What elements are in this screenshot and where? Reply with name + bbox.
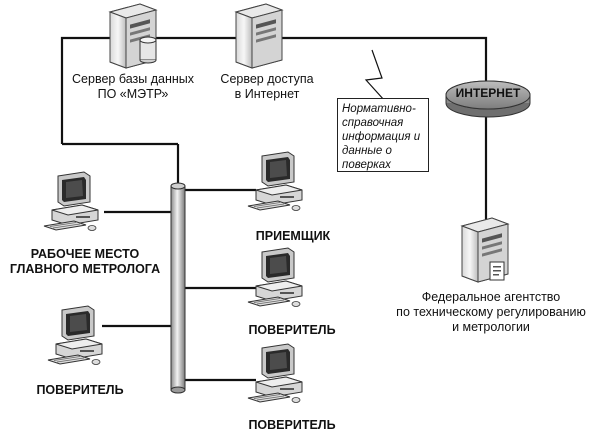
- access-server-label: Сервер доступа в Интернет: [220, 72, 314, 101]
- note-pointer: [364, 49, 385, 101]
- workstation-verifier-bottom-icon: [247, 343, 303, 403]
- verifier-mid-label: ПОВЕРИТЕЛЬ: [248, 323, 336, 337]
- cloud-icon: [445, 80, 531, 118]
- verifier-bottom-label: ПОВЕРИТЕЛЬ: [248, 418, 336, 432]
- access-server-icon: [235, 3, 283, 69]
- db-server-label: Сервер базы данных ПО «МЭТР»: [72, 72, 194, 101]
- verifier-left-label: ПОВЕРИТЕЛЬ: [36, 383, 124, 397]
- receiver-label: ПРИЕМЩИК: [255, 229, 331, 243]
- chief-metrologist-label: РАБОЧЕЕ МЕСТО ГЛАВНОГО МЕТРОЛОГА: [9, 247, 161, 276]
- workstation-receiver-icon: [247, 151, 303, 211]
- agency-label: Федеральное агентство по техническому ре…: [396, 290, 586, 334]
- internet-label: ИНТЕРНЕТ: [455, 86, 521, 100]
- reference-data-note: Нормативно- справочная информация и данн…: [337, 98, 429, 172]
- database-server-icon: [109, 3, 157, 69]
- network-bus: [170, 182, 186, 394]
- agency-server-icon: [461, 217, 509, 283]
- workstation-chief-icon: [43, 171, 99, 231]
- workstation-verifier-mid-icon: [247, 247, 303, 307]
- workstation-verifier-left-icon: [47, 305, 103, 365]
